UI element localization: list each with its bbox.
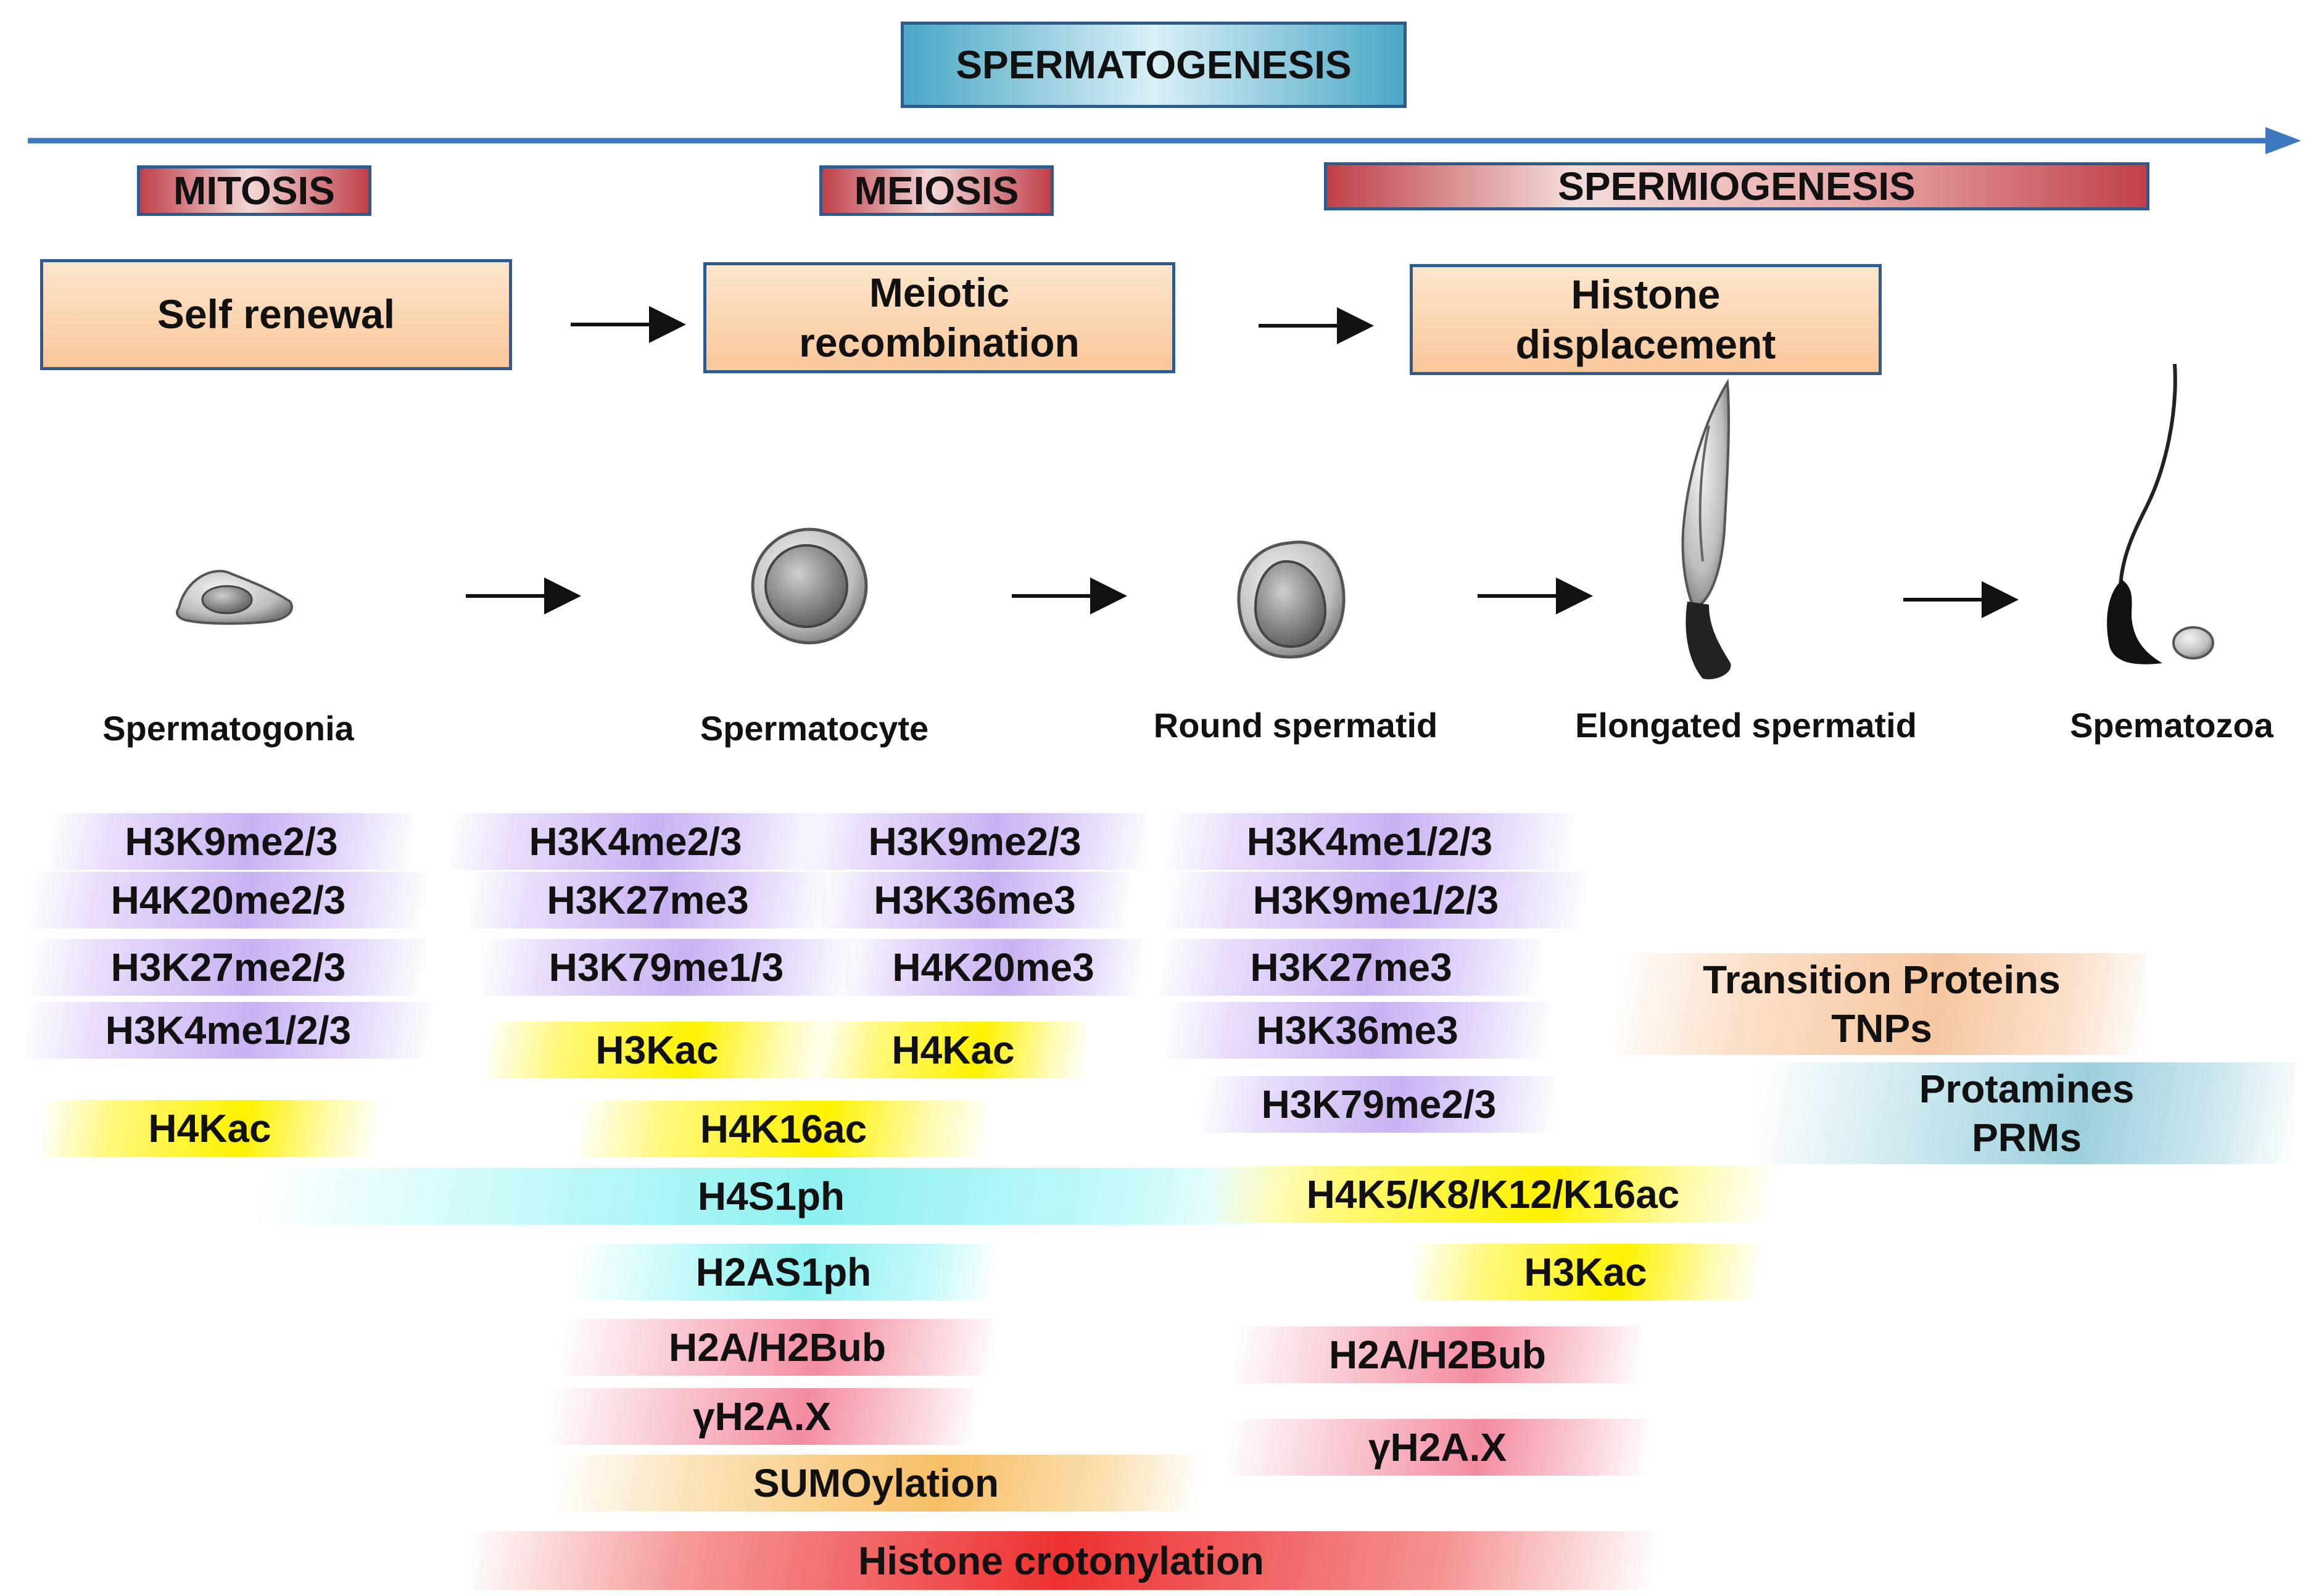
mark-crotonylation: Histone crotonylation xyxy=(469,1531,1653,1590)
mark-gamma-h2ax: γH2A.X xyxy=(1228,1419,1647,1476)
diagram-title: SPERMATOGENESIS xyxy=(901,22,1407,108)
process-line: Histone xyxy=(1571,271,1721,318)
mark-acetylation: H4K16ac xyxy=(580,1101,987,1157)
stage-label-spermatocyte: Spermatocyte xyxy=(700,708,929,748)
mark-line: Protamines xyxy=(1919,1067,2135,1112)
mark-methylation: H3K4me2/3 xyxy=(450,813,821,870)
mark-protamines: Protamines PRMs xyxy=(1758,1062,2295,1164)
mark-phosphorylation: H4S1ph xyxy=(259,1168,1283,1225)
mark-acetylation: H3Kac xyxy=(1413,1244,1758,1300)
phase-meiosis: MEIOSIS xyxy=(819,165,1054,216)
stage-label-spermatozoa: Spematozoa xyxy=(2070,705,2273,745)
mark-methylation: H3K36me3 xyxy=(1166,1002,1549,1059)
phase-mitosis: MITOSIS xyxy=(137,165,371,216)
mark-methylation: H3K4me1/2/3 xyxy=(1166,813,1573,870)
mark-methylation: H3K27me3 xyxy=(469,872,827,928)
mark-methylation: H3K27me3 xyxy=(1160,939,1542,996)
timeline-arrow xyxy=(28,127,2301,154)
mark-line: PRMs xyxy=(1972,1115,2082,1160)
mark-acetylation: H3Kac xyxy=(487,1022,827,1078)
mark-acetylation: H4Kac xyxy=(43,1100,376,1157)
process-line: Meiotic xyxy=(869,270,1010,316)
mark-line: TNPs xyxy=(1831,1006,1932,1051)
process-line: displacement xyxy=(1515,321,1776,367)
round-spermatid-cell-icon xyxy=(1237,540,1346,659)
process-self-renewal: Self renewal xyxy=(40,259,512,370)
mark-methylation: H3K27me2/3 xyxy=(31,939,426,996)
elongated-spermatid-cell-icon xyxy=(1681,378,1731,680)
mark-sumoylation: SUMOylation xyxy=(555,1455,1197,1511)
stage-label-elongated-spermatid: Elongated spermatid xyxy=(1575,705,1917,745)
mark-line: Transition Proteins xyxy=(1703,957,2061,1003)
mark-methylation: H3K9me2/3 xyxy=(49,813,413,870)
spermatogonia-cell-icon xyxy=(176,569,294,625)
process-meiotic-recombination: Meiotic recombination xyxy=(703,262,1175,373)
mark-ubiquitination: H2A/H2Bub xyxy=(561,1319,993,1376)
mark-methylation: H3K79me1/3 xyxy=(481,939,851,996)
mark-methylation: H4K20me2/3 xyxy=(31,872,426,928)
mark-gamma-h2ax: γH2A.X xyxy=(549,1388,975,1445)
mark-methylation: H3K4me1/2/3 xyxy=(25,1002,432,1059)
mark-phosphorylation: H2AS1ph xyxy=(574,1244,993,1300)
stage-label-spermatogonia: Spermatogonia xyxy=(102,708,354,748)
mark-methylation: H3K9me2/3 xyxy=(802,813,1148,870)
mark-methylation: H4K20me3 xyxy=(845,939,1141,996)
stage-label-round-spermatid: Round spermatid xyxy=(1153,705,1438,745)
spermatocyte-cell-icon xyxy=(751,527,868,645)
mark-acetylation: H4K5/K8/K12/K16ac xyxy=(1215,1166,1771,1223)
process-line: recombination xyxy=(799,320,1080,365)
mark-methylation: H3K36me3 xyxy=(821,872,1129,928)
cell-illustrations xyxy=(176,363,2214,680)
phase-spermiogenesis: SPERMIOGENESIS xyxy=(1324,162,2149,210)
mark-methylation: H3K79me2/3 xyxy=(1203,1076,1555,1133)
mark-acetylation: H4Kac xyxy=(821,1022,1086,1078)
process-histone-displacement: Histone displacement xyxy=(1410,264,1882,375)
mark-methylation: H3K9me1/2/3 xyxy=(1166,872,1586,928)
flow-arrows xyxy=(466,306,2019,618)
mark-ubiquitination: H2A/H2Bub xyxy=(1234,1326,1641,1383)
spermatozoa-cell-icon xyxy=(2107,363,2214,664)
mark-transition-proteins: Transition Proteins TNPs xyxy=(1616,953,2147,1055)
